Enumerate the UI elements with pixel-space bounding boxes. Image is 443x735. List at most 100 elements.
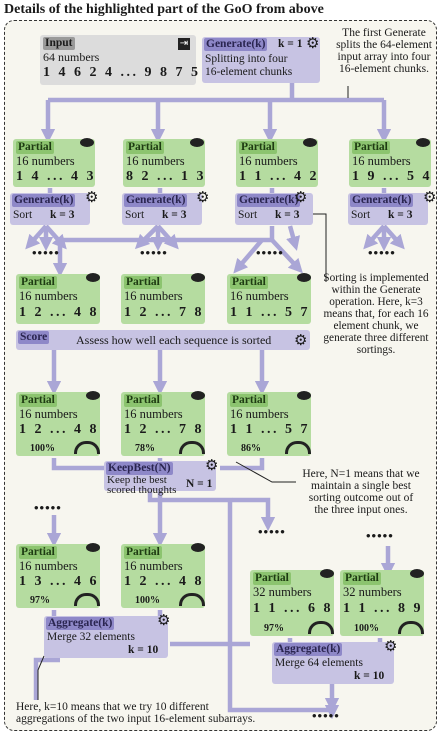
- sort-k: k = 3: [162, 209, 187, 221]
- partial-count: 16 numbers: [126, 154, 185, 168]
- sort-node: Generate(k) Sort k = 3: [10, 193, 90, 225]
- partial-values: 1 1 ... 5 7: [230, 422, 310, 437]
- partial-values: 8 2 ... 1 3: [126, 169, 206, 184]
- partial-label: Partial: [16, 141, 54, 154]
- input-count: 64 numbers: [43, 50, 100, 64]
- score-percent: 100%: [30, 443, 55, 454]
- note-sort-line: Sorting is implemented: [323, 272, 429, 284]
- score-percent: 97%: [264, 623, 284, 634]
- gauge-icon: [179, 441, 205, 454]
- partial-label: Partial: [19, 394, 57, 407]
- gear-icon: ⚙: [157, 611, 171, 629]
- partial-values: 1 1 ... 4 2: [239, 169, 319, 184]
- partial-count: 16 numbers: [19, 289, 78, 303]
- partial-node: Partial 16 numbers 1 2 ... 7 8 78%: [121, 392, 205, 456]
- input-node: Input ⇥ 64 numbers 1 4 6 2 4 ... 9 8 7 5…: [40, 35, 214, 85]
- generate-split-desc-1: Splitting into four: [205, 53, 288, 65]
- generate-split-k: k = 1: [278, 38, 303, 50]
- sort-k: k = 3: [50, 209, 75, 221]
- partial-count: 16 numbers: [124, 407, 183, 421]
- aggregate-64-k: k = 10: [354, 670, 385, 682]
- sort-label: Generate(k): [350, 194, 414, 207]
- thought-bubble-icon: [320, 569, 334, 578]
- keepbest-desc-2: scored thoughts: [107, 484, 177, 496]
- sort-desc: Sort: [13, 209, 33, 221]
- thought-bubble-icon: [191, 273, 205, 282]
- partial-label: Partial: [124, 546, 162, 559]
- note-generate-line: The first Generate: [342, 27, 426, 39]
- more-dots: •••••: [312, 708, 340, 723]
- more-dots: •••••: [34, 500, 62, 515]
- aggregate-32-label: Aggregate(k): [46, 617, 115, 630]
- aggregate-64-desc: Merge 64 elements: [275, 657, 363, 669]
- gauge-icon: [308, 621, 334, 634]
- score-percent: 100%: [354, 623, 379, 634]
- partial-label: Partial: [230, 394, 268, 407]
- partial-node: Partial 16 numbers 1 3 ... 4 6 97%: [16, 544, 100, 608]
- partial-values: 1 2 ... 4 8: [124, 574, 204, 589]
- partial-count: 32 numbers: [343, 585, 402, 599]
- partial-values: 1 2 ... 4 8: [19, 305, 99, 320]
- thought-bubble-icon: [297, 273, 311, 282]
- partial-values: 1 2 ... 7 8: [124, 305, 204, 320]
- score-percent: 78%: [135, 443, 155, 454]
- score-percent: 100%: [135, 595, 160, 606]
- partial-count: 16 numbers: [230, 289, 289, 303]
- note-sort-line: sortings.: [356, 344, 396, 356]
- gear-icon: ⚙: [306, 34, 320, 52]
- partial-node: Partial 16 numbers 1 2 ... 4 8: [16, 274, 100, 324]
- gauge-icon: [179, 593, 205, 606]
- partial-node: Partial 16 numbers 8 2 ... 1 3: [123, 139, 205, 187]
- score-desc: Assess how well each sequence is sorted: [76, 333, 272, 347]
- partial-node: Partial 16 numbers 1 4 ... 4 3: [13, 139, 95, 187]
- more-dots: •••••: [256, 245, 284, 260]
- partial-node: Partial 32 numbers 1 1 ... 8 9 100%: [340, 570, 424, 636]
- partial-node: Partial 16 numbers 1 2 ... 7 8: [121, 274, 205, 324]
- more-dots: •••••: [258, 524, 286, 539]
- figure-title: Details of the highlighted part of the G…: [4, 2, 324, 17]
- note-keepbest-line: the three input ones.: [314, 504, 408, 516]
- score-percent: 97%: [30, 595, 50, 606]
- note-sort-line: element chunk, we: [333, 320, 419, 332]
- note-sort-line: means that, for each 16: [323, 308, 429, 320]
- input-label: Input: [43, 37, 75, 50]
- thought-bubble-icon: [410, 569, 424, 578]
- thought-bubble-icon: [191, 543, 205, 552]
- keepbest-node: KeepBest(N) Keep the best scored thought…: [104, 461, 216, 496]
- partial-label: Partial: [126, 141, 164, 154]
- sort-label: Generate(k): [124, 194, 188, 207]
- sort-node: Generate(k) Sort k = 3: [235, 193, 313, 225]
- partial-count: 16 numbers: [239, 154, 298, 168]
- partial-values: 1 1 ... 5 7: [230, 305, 310, 320]
- partial-node: Partial 16 numbers 1 1 ... 5 7 86%: [227, 392, 311, 456]
- thought-bubble-icon: [190, 138, 204, 147]
- partial-count: 16 numbers: [124, 559, 183, 573]
- note-aggregate-line: aggregations of the two input 16-element…: [16, 713, 256, 725]
- more-dots: •••••: [140, 245, 168, 260]
- partial-node: Partial 16 numbers 1 1 ... 4 2: [236, 139, 318, 187]
- sort-desc: Sort: [238, 209, 258, 221]
- more-dots: •••••: [368, 245, 396, 260]
- thought-bubble-icon: [86, 273, 100, 282]
- partial-node: Partial 16 numbers 1 1 ... 5 7: [227, 274, 311, 324]
- score-label: Score: [18, 331, 50, 344]
- partial-values: 1 4 ... 4 3: [16, 169, 96, 184]
- partial-label: Partial: [124, 394, 162, 407]
- partial-count: 16 numbers: [124, 289, 183, 303]
- note-keepbest-line: sorting outcome out of: [308, 492, 414, 504]
- gear-icon: ⚙: [196, 188, 210, 206]
- note-generate-line: 16-element chunks.: [338, 63, 430, 75]
- note-sort-line: operation. Here, k=3: [329, 296, 423, 308]
- gauge-icon: [74, 441, 100, 454]
- generate-split-label: Generate(k): [204, 38, 268, 51]
- thought-bubble-icon: [80, 138, 94, 147]
- note-keepbest: Here, N=1 means that we maintain a singl…: [286, 468, 436, 516]
- keepbest-n: N = 1: [186, 478, 213, 490]
- note-generate: The first Generate splits the 64-element…: [325, 27, 443, 75]
- partial-count: 16 numbers: [19, 407, 78, 421]
- gear-icon: ⚙: [384, 637, 398, 655]
- note-generate-line: splits the 64-element: [336, 39, 432, 51]
- note-keepbest-line: Here, N=1 means that we: [302, 468, 420, 480]
- gear-icon: ⚙: [205, 456, 219, 474]
